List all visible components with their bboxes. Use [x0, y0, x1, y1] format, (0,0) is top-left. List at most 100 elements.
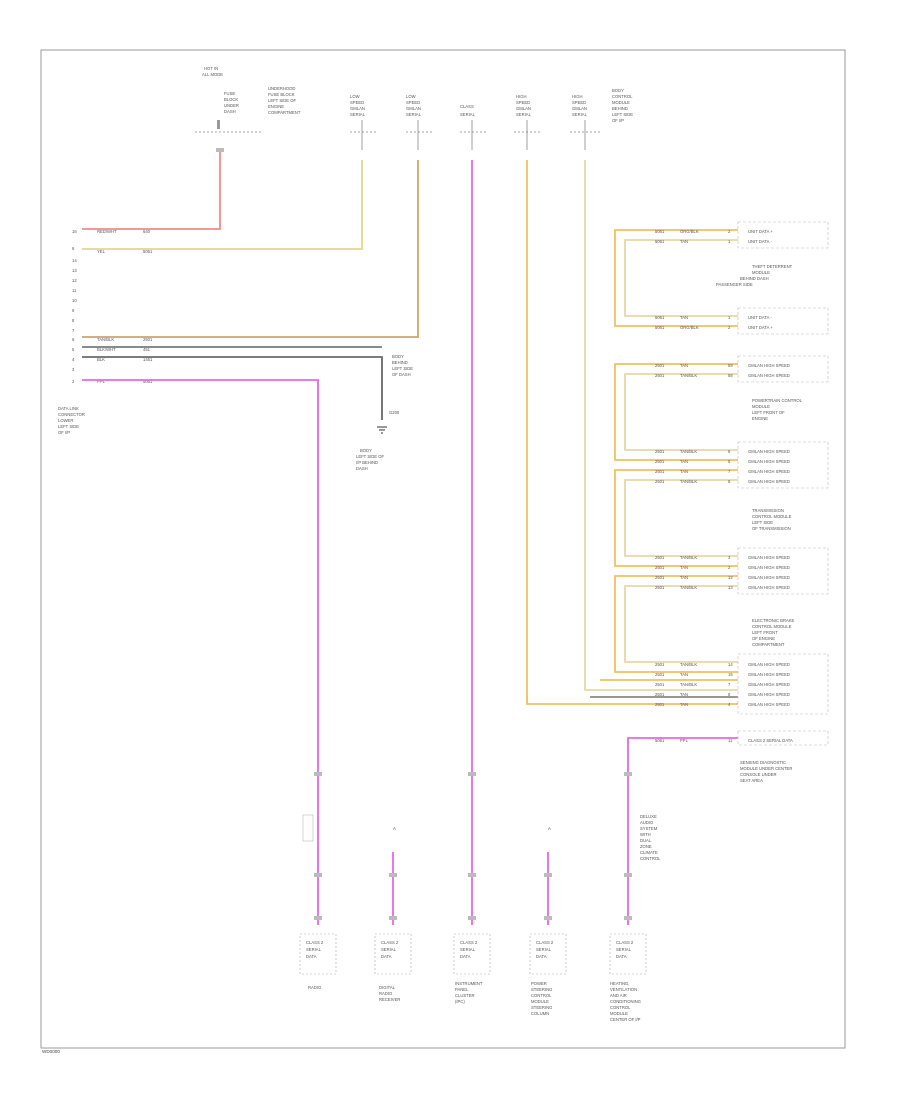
svg-text:SERIAL: SERIAL	[572, 112, 588, 117]
svg-text:HOT IN: HOT IN	[204, 66, 218, 71]
svg-text:STEERING: STEERING	[531, 987, 552, 992]
svg-text:GMLAN HIGH SPEED: GMLAN HIGH SPEED	[748, 565, 790, 570]
svg-text:SPEED: SPEED	[572, 100, 586, 105]
svg-text:TAN: TAN	[680, 239, 688, 244]
svg-text:6: 6	[728, 449, 731, 454]
radio-splice-label: A A DELUXE AUDIO SYSTEM WITH DUAL ZONE C…	[302, 814, 661, 861]
svg-text:SERIAL: SERIAL	[406, 112, 422, 117]
svg-text:VENTILATION: VENTILATION	[610, 987, 637, 992]
svg-text:2501: 2501	[655, 575, 665, 580]
svg-text:A: A	[548, 826, 551, 831]
svg-text:AND AIR: AND AIR	[610, 993, 627, 998]
svg-text:CONTROL MODULE: CONTROL MODULE	[752, 514, 792, 519]
svg-text:ORG/BLK: ORG/BLK	[680, 325, 699, 330]
right-bus-lines	[590, 229, 738, 698]
svg-text:2: 2	[728, 229, 731, 234]
svg-text:CONTROL: CONTROL	[610, 1005, 631, 1010]
svg-text:DUAL: DUAL	[640, 838, 652, 843]
svg-text:CLIMATE: CLIMATE	[640, 850, 658, 855]
right-module-labels: UNIT DATA + UNIT DATA - THEFT DETERRENT …	[716, 229, 803, 783]
svg-text:HEATING,: HEATING,	[610, 981, 629, 986]
svg-text:ORG/BLK: ORG/BLK	[680, 229, 699, 234]
svg-text:SPEED: SPEED	[350, 100, 364, 105]
svg-text:SENSING DIAGNOSTIC: SENSING DIAGNOSTIC	[740, 760, 786, 765]
svg-text:2: 2	[728, 325, 731, 330]
svg-text:7: 7	[72, 328, 75, 333]
svg-text:THEFT DETERRENT: THEFT DETERRENT	[752, 264, 793, 269]
figure-id: WD0000	[42, 1049, 60, 1054]
svg-text:WITH: WITH	[640, 832, 651, 837]
svg-text:FUSE BLOCK: FUSE BLOCK	[268, 92, 295, 97]
svg-text:COMPARTMENT: COMPARTMENT	[268, 110, 301, 115]
svg-text:BODY: BODY	[392, 354, 404, 359]
svg-text:2501: 2501	[655, 449, 665, 454]
svg-text:CLUSTER: CLUSTER	[455, 993, 475, 998]
svg-text:CLASS 2: CLASS 2	[616, 940, 634, 945]
svg-text:STEERING: STEERING	[531, 1005, 552, 1010]
svg-text:11: 11	[728, 738, 733, 743]
svg-text:COMPARTMENT: COMPARTMENT	[752, 642, 785, 647]
diagram-frame	[40, 49, 846, 1049]
svg-text:3: 3	[72, 367, 75, 372]
svg-text:2501: 2501	[143, 337, 153, 342]
svg-text:TAN/BLK: TAN/BLK	[680, 682, 697, 687]
svg-text:(IPC): (IPC)	[455, 999, 465, 1004]
svg-text:TAN/BLK: TAN/BLK	[680, 585, 697, 590]
svg-text:CLASS 2: CLASS 2	[536, 940, 554, 945]
svg-text:2501: 2501	[655, 479, 665, 484]
svg-text:2501: 2501	[655, 363, 665, 368]
wire-tan-brown	[82, 160, 419, 338]
svg-text:5061: 5061	[655, 325, 665, 330]
svg-text:TAN: TAN	[680, 575, 688, 580]
svg-text:CONTROL MODULE: CONTROL MODULE	[752, 624, 792, 629]
svg-text:RECEIVER: RECEIVER	[379, 997, 400, 1002]
svg-text:2501: 2501	[655, 459, 665, 464]
svg-text:1: 1	[728, 315, 731, 320]
svg-text:4: 4	[72, 357, 75, 362]
svg-text:TAN/BLK: TAN/BLK	[680, 373, 697, 378]
svg-text:59: 59	[728, 363, 733, 368]
svg-text:2501: 2501	[655, 672, 665, 677]
svg-text:CONSOLE UNDER: CONSOLE UNDER	[740, 772, 777, 777]
svg-text:1: 1	[728, 239, 731, 244]
svg-text:TAN: TAN	[680, 565, 688, 570]
svg-text:TAN/BLK: TAN/BLK	[680, 555, 697, 560]
svg-text:2501: 2501	[655, 662, 665, 667]
svg-text:2501: 2501	[655, 565, 665, 570]
svg-text:G200: G200	[389, 410, 400, 415]
svg-text:5061: 5061	[655, 229, 665, 234]
svg-text:UNIT DATA -: UNIT DATA -	[748, 315, 772, 320]
svg-text:LEFT FRONT: LEFT FRONT	[752, 630, 778, 635]
svg-text:13: 13	[728, 585, 733, 590]
wire-red-white	[82, 150, 221, 230]
svg-text:ALL MODE: ALL MODE	[202, 72, 223, 77]
svg-text:ENGINE: ENGINE	[752, 416, 768, 421]
svg-text:GMLAN HIGH SPEED: GMLAN HIGH SPEED	[748, 692, 790, 697]
wire-pink-violet-radio	[82, 379, 319, 925]
right-module-boxes	[737, 221, 829, 746]
svg-text:13: 13	[72, 268, 77, 273]
svg-text:SPEED: SPEED	[516, 100, 530, 105]
svg-text:LEFT SIDE: LEFT SIDE	[752, 520, 773, 525]
top-fuse-block: HOT IN ALL MODE FUSE BLOCK UNDER DASH UN…	[195, 66, 301, 133]
svg-text:LEFT SIDE: LEFT SIDE	[612, 112, 633, 117]
svg-text:2501: 2501	[655, 555, 665, 560]
svg-text:5061: 5061	[143, 379, 153, 384]
svg-text:6: 6	[72, 337, 75, 342]
svg-text:OF DASH: OF DASH	[392, 372, 411, 377]
svg-text:UNDER: UNDER	[224, 103, 239, 108]
svg-text:14: 14	[72, 258, 77, 263]
svg-text:15: 15	[728, 672, 733, 677]
wire-black-2	[82, 356, 383, 420]
svg-text:5061: 5061	[143, 249, 153, 254]
svg-text:LEFT SIDE: LEFT SIDE	[58, 424, 79, 429]
svg-text:MODULE UNDER CENTER: MODULE UNDER CENTER	[740, 766, 792, 771]
svg-text:MODULE: MODULE	[612, 100, 630, 105]
svg-text:BLOCK: BLOCK	[224, 97, 238, 102]
svg-text:7: 7	[728, 469, 731, 474]
svg-text:5061: 5061	[655, 738, 665, 743]
